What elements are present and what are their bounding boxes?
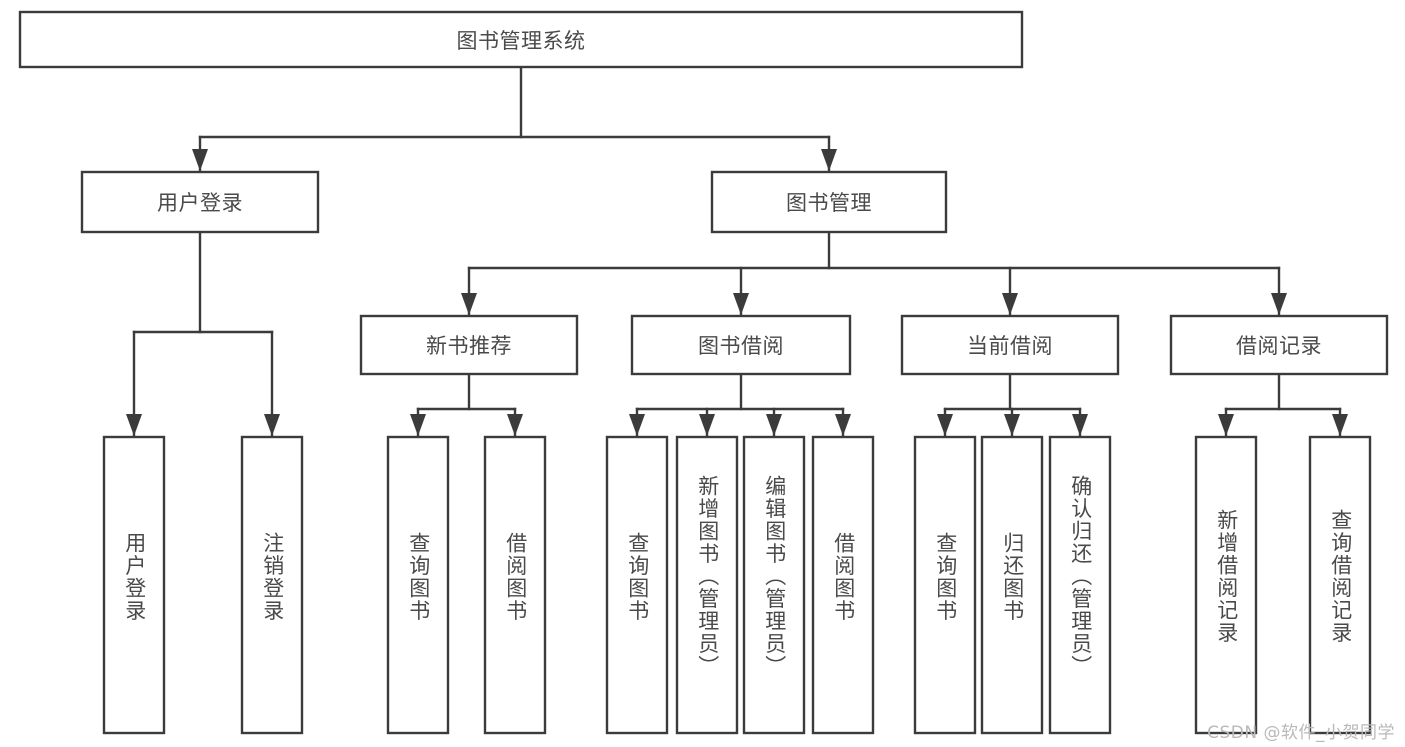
node-leaf-leaf-query-record[interactable] <box>1308 435 1372 735</box>
boxes-layer <box>18 10 1389 735</box>
node-root-root[interactable] <box>18 10 1024 69</box>
arrow-head-icon <box>410 414 426 436</box>
node-current-borrow[interactable] <box>900 314 1120 376</box>
arrow-head-icon <box>733 293 749 315</box>
node-leaf-leaf-add-record[interactable] <box>1194 435 1258 735</box>
arrow-head-icon <box>461 293 477 315</box>
arrow-head-icon <box>937 414 953 436</box>
node-leaf-leaf-user-login[interactable] <box>102 435 166 735</box>
node-leaf-leaf-borrow-book-1[interactable] <box>483 435 547 735</box>
node-book-borrow[interactable] <box>630 314 852 376</box>
arrow-head-icon <box>507 414 523 436</box>
arrow-head-icon <box>1004 414 1020 436</box>
arrow-head-icon <box>821 149 837 171</box>
arrow-head-icon <box>126 414 142 436</box>
node-leaf-leaf-borrow-book-2[interactable] <box>811 435 875 735</box>
arrow-head-icon <box>835 414 851 436</box>
arrow-head-icon <box>766 414 782 436</box>
csdn-watermark: CSDN @软件_小贺同学 <box>1207 723 1395 743</box>
arrow-head-icon <box>1002 293 1018 315</box>
node-leaf-leaf-logout[interactable] <box>240 435 304 735</box>
node-book-manage[interactable] <box>710 170 948 234</box>
arrow-head-icon <box>629 414 645 436</box>
arrow-head-icon <box>1218 414 1234 436</box>
arrow-head-icon <box>192 149 208 171</box>
arrow-head-icon <box>1072 414 1088 436</box>
node-leaf-leaf-query-book-1[interactable] <box>386 435 450 735</box>
node-borrow-record[interactable] <box>1169 314 1389 376</box>
arrow-head-icon <box>1332 414 1348 436</box>
node-leaf-leaf-return-book[interactable] <box>980 435 1044 735</box>
connectors-layer <box>126 65 1348 437</box>
node-leaf-leaf-add-book[interactable] <box>675 435 739 735</box>
node-leaf-leaf-query-book-2[interactable] <box>605 435 669 735</box>
node-user-login[interactable] <box>80 170 320 234</box>
node-leaf-leaf-edit-book[interactable] <box>742 435 806 735</box>
node-new-book-recommend[interactable] <box>359 314 579 376</box>
node-leaf-leaf-query-book-3[interactable] <box>913 435 977 735</box>
arrow-head-icon <box>264 414 280 436</box>
arrow-head-icon <box>699 414 715 436</box>
node-leaf-leaf-confirm-return[interactable] <box>1048 435 1112 735</box>
arrow-head-icon <box>1271 293 1287 315</box>
